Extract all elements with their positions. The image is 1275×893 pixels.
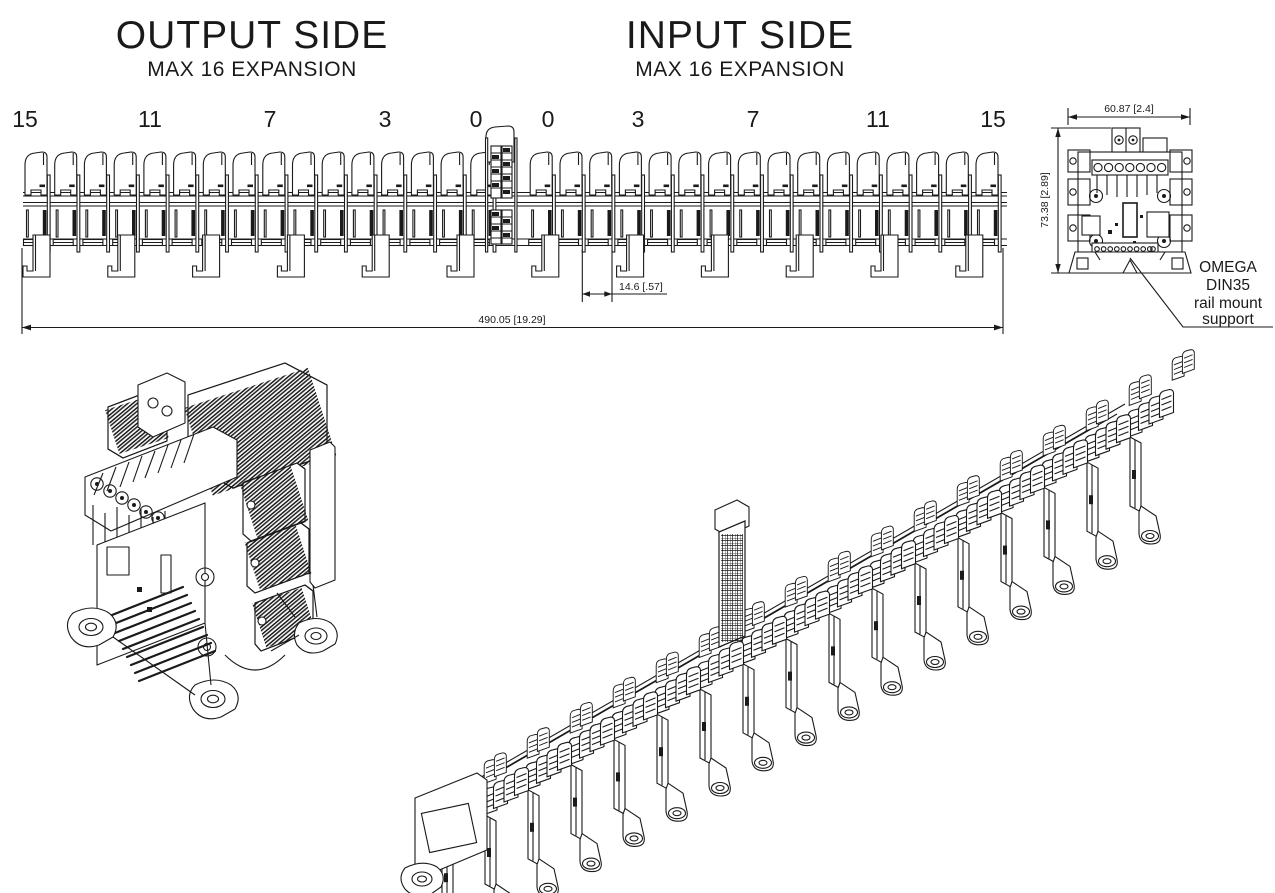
iso-assembly-drawing	[400, 368, 1160, 893]
input-side-title: INPUT SIDE	[625, 14, 855, 57]
rail-mount-label: OMEGA DIN35 rail mount support	[1129, 257, 1273, 328]
rail-label-line3: rail mount	[1194, 295, 1263, 312]
iso-single-module-drawing	[66, 362, 338, 720]
side-height-dimension-text: 73.38 [2.89]	[1039, 172, 1051, 228]
assembly-segments	[440, 350, 1194, 893]
pos-label-in-11: 11	[866, 106, 890, 132]
side-terminal-stacks	[1067, 149, 1193, 242]
rail-label-line4: support	[1202, 311, 1254, 328]
side-width-dimension-text: 60.87 [2.4]	[1104, 103, 1154, 115]
pos-label-in-0: 0	[541, 106, 555, 132]
rail-label-line1: OMEGA	[1199, 259, 1257, 276]
pos-label-out-11: 11	[138, 106, 162, 132]
front-view-drawing: 14.6 [.57] 490.05 [19.29]	[21, 125, 1007, 334]
rail-label-line2: DIN35	[1206, 277, 1250, 294]
pos-label-out-15: 15	[12, 106, 38, 132]
pitch-dimension-text: 14.6 [.57]	[619, 281, 663, 293]
output-side-subtitle: MAX 16 EXPANSION	[147, 58, 357, 81]
side-view-drawing: 60.87 [2.4] 73.38 [2.89]	[1039, 103, 1273, 328]
center-ladder-upper	[490, 145, 513, 199]
side-view-module	[1067, 127, 1193, 274]
pos-label-in-3: 3	[631, 106, 645, 132]
pin-comb	[105, 585, 217, 683]
center-master-module	[484, 125, 518, 253]
output-side-title: OUTPUT SIDE	[115, 14, 389, 57]
iso-feet	[66, 584, 338, 720]
dimension-total-width: 490.05 [19.29]	[21, 248, 1004, 334]
pos-label-out-0: 0	[469, 106, 483, 132]
assembly-front-cap	[400, 772, 488, 893]
pos-label-out-3: 3	[378, 106, 392, 132]
center-ladder-lower	[490, 209, 513, 245]
total-width-dimension-text: 490.05 [19.29]	[478, 314, 545, 326]
pos-label-in-7: 7	[746, 106, 760, 132]
input-side-subtitle: MAX 16 EXPANSION	[635, 58, 845, 81]
dimension-side-width: 60.87 [2.4]	[1067, 103, 1191, 125]
assembly-center-master	[714, 499, 750, 648]
screw-row	[1091, 159, 1169, 197]
dimension-side-height: 73.38 [2.89]	[1039, 127, 1111, 274]
din-rail-foot	[1068, 251, 1192, 274]
pos-label-in-15: 15	[980, 106, 1006, 132]
pcb-components	[1081, 202, 1170, 244]
dimension-pitch: 14.6 [.57]	[581, 250, 667, 302]
pos-label-out-7: 7	[263, 106, 277, 132]
